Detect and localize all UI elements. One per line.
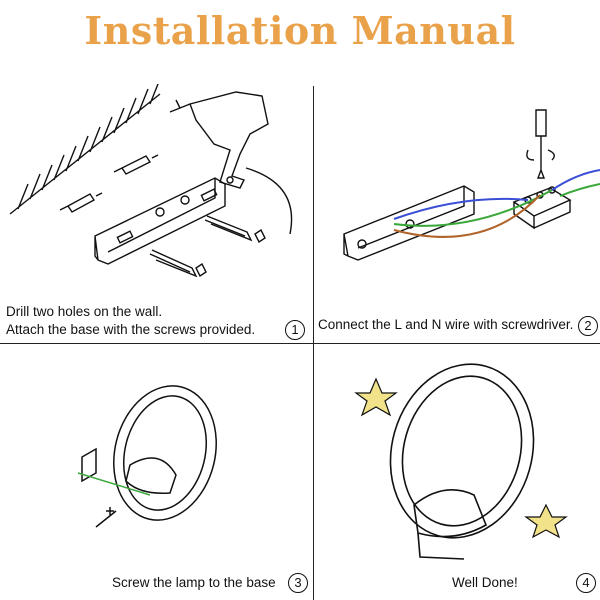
wire-blue [393,197,529,220]
terminal-block [512,187,572,230]
step-4-illustration: Well Done! [354,363,568,590]
horizontal-divider [0,343,600,344]
star-icon [524,503,568,539]
wall-hatch [9,84,161,215]
step-4-caption: Well Done! [452,575,518,590]
step-3-panel: Screw the lamp to the base 3 [0,345,312,600]
step-2-panel: Connect the L and N wire with screwdrive… [314,84,600,342]
lamp-base [413,489,488,538]
step-3-number: 3 [288,573,308,593]
wire-brown [393,194,541,238]
step-3-illustration: Screw the lamp to the base [77,385,276,590]
step-4-number: 4 [576,573,596,593]
screwdriver-icon [526,109,555,179]
step-1-panel: Drill two holes on the wall. Attach the … [0,84,312,342]
step-2-illustration: Connect the L and N wire with screwdrive… [318,109,600,332]
star-icon [354,377,398,417]
step-2-number: 2 [578,316,598,336]
step-4-panel: Well Done! 4 [314,345,600,600]
mounting-bracket [343,185,475,261]
wire-green [393,189,553,227]
wire-green [77,472,151,496]
mounting-bracket [94,177,226,265]
lamp-ring-outer [113,385,217,521]
step-1-caption-line-1: Drill two holes on the wall. [6,304,162,319]
lamp-ring-inner [122,395,208,511]
page-title: Installation Manual [84,8,516,53]
step-1-caption-line-2: Attach the base with the screws provided… [6,322,255,337]
step-3-caption: Screw the lamp to the base [112,575,276,590]
lamp-ring-outer [389,363,535,539]
lamp-ring-inner [401,375,523,527]
step-2-caption: Connect the L and N wire with screwdrive… [318,317,573,332]
wall-bracket [81,447,97,483]
step-1-number: 1 [285,320,305,340]
step-1-illustration: Drill two holes on the wall. Attach the … [6,84,293,337]
lamp-base [125,457,177,494]
drill-icon [169,91,269,189]
